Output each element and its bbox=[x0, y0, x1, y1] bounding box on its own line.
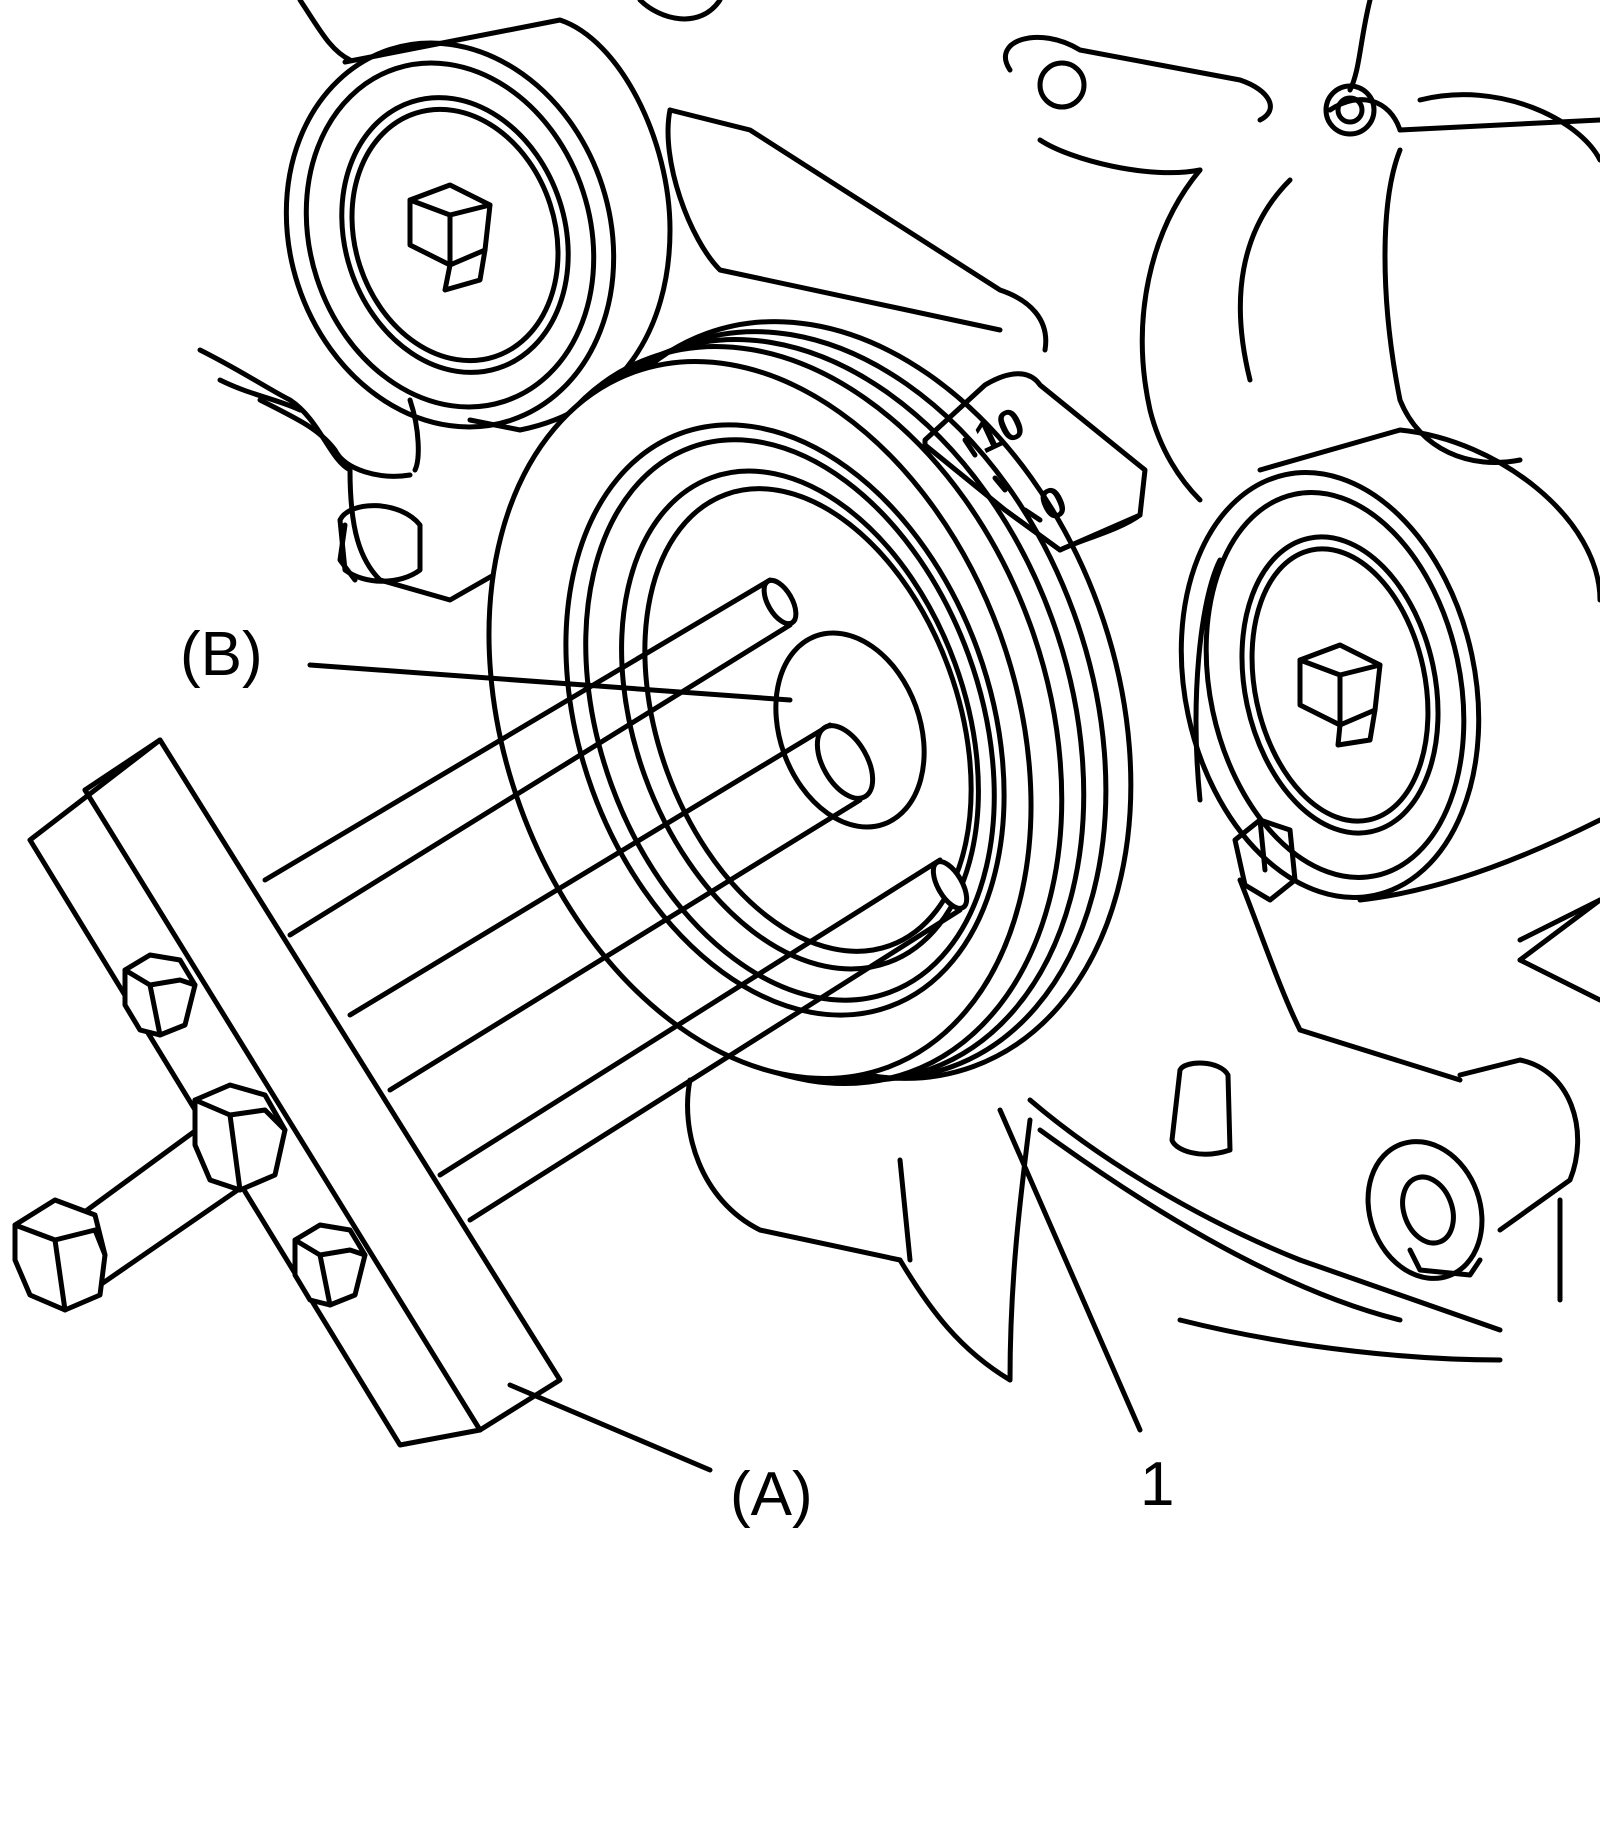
lower-right-boss bbox=[1365, 1057, 1581, 1281]
bolt-head-icon bbox=[12, 1197, 108, 1313]
crankshaft-pulley bbox=[486, 319, 1134, 1086]
timing-scale: 10 0 bbox=[922, 371, 1148, 553]
hex-bolt-icon bbox=[407, 182, 493, 293]
pulley-puller-tool bbox=[12, 577, 970, 1448]
engine-block-outline bbox=[197, 0, 1600, 1383]
right-idler-pulley bbox=[1178, 427, 1600, 963]
callout-label-a: (A) bbox=[730, 1460, 813, 1529]
leader-lines bbox=[307, 662, 1143, 1473]
nut-icon bbox=[192, 1082, 288, 1193]
callout-label-b: (B) bbox=[180, 620, 263, 689]
leader-line-b bbox=[307, 662, 793, 703]
nut-icon bbox=[292, 1222, 368, 1308]
hex-bolt-icon bbox=[1297, 642, 1383, 748]
leader-line-a bbox=[507, 1382, 713, 1473]
callout-label-1: 1 bbox=[1140, 1450, 1174, 1519]
nut-icon bbox=[122, 952, 198, 1038]
leader-line-1 bbox=[997, 1107, 1143, 1433]
